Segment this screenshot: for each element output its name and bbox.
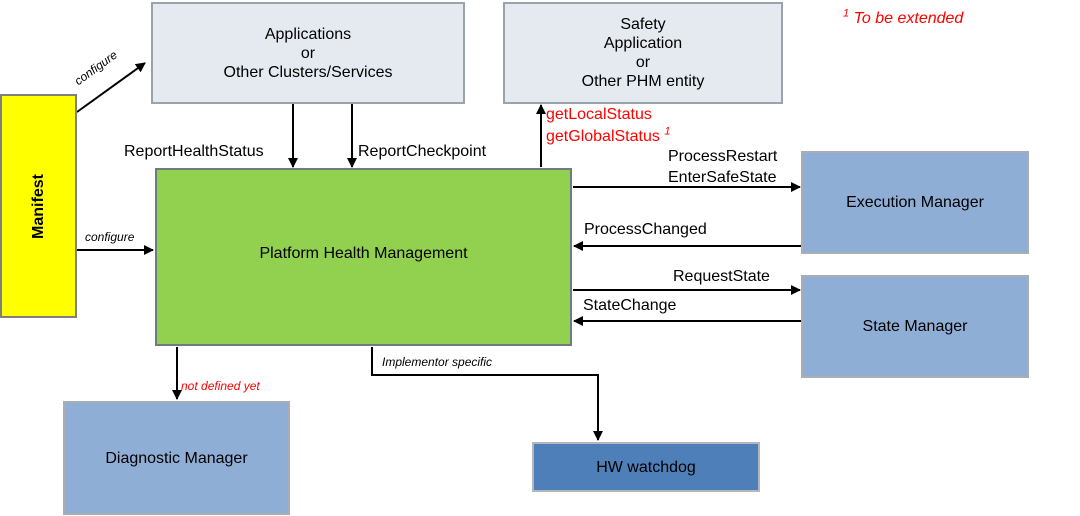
implementor-specific-label: Implementor specific [382, 355, 493, 369]
footnote-text: To be extended [853, 10, 964, 27]
state-manager-box[interactable]: State Manager [801, 275, 1029, 378]
footnote-mark: 1 [843, 7, 850, 20]
manifest-label: Manifest [30, 173, 47, 239]
manifest-box[interactable]: Manifest [0, 94, 77, 318]
process-restart-label: ProcessRestart [668, 148, 778, 165]
state-change-label: StateChange [583, 297, 677, 314]
diagnostic-manager-label: Diagnostic Manager [105, 449, 248, 467]
configure-mid-label: configure [85, 230, 135, 244]
applications-line3: Other Clusters/Services [223, 63, 393, 81]
report-checkpoint-label: ReportCheckpoint [358, 143, 487, 160]
safety-line1: Safety [620, 16, 666, 33]
enter-safe-state-label: EnterSafeState [668, 169, 777, 186]
hw-watchdog-label: HW watchdog [596, 458, 696, 476]
state-manager-label: State Manager [862, 318, 968, 335]
phm-label: Platform Health Management [259, 244, 468, 262]
get-local-status-label: getLocalStatus [546, 106, 652, 123]
applications-line2: or [300, 44, 316, 62]
report-health-status-label: ReportHealthStatus [124, 143, 264, 160]
applications-line1: Applications [264, 25, 352, 43]
execution-manager-box[interactable]: Execution Manager [801, 151, 1029, 254]
safety-line4: Other PHM entity [581, 73, 705, 90]
get-global-status-text: getGlobalStatus [546, 128, 660, 145]
safety-line3: or [635, 54, 651, 71]
safety-line2: Application [603, 35, 683, 52]
applications-box[interactable]: Applications or Other Clusters/Services [151, 2, 465, 104]
get-global-status-label: getGlobalStatus 1 [546, 125, 671, 146]
footnote: 1 To be extended [843, 7, 964, 28]
execution-manager-label: Execution Manager [846, 194, 984, 211]
request-state-label: RequestState [673, 268, 770, 285]
process-changed-label: ProcessChanged [584, 221, 707, 238]
not-defined-yet-label: not defined yet [181, 379, 260, 393]
hw-watchdog-box[interactable]: HW watchdog [532, 442, 760, 492]
get-global-status-mark: 1 [664, 125, 671, 138]
watchdog-arrow [371, 347, 603, 441]
configure-top-arrow [76, 62, 146, 113]
phm-box[interactable]: Platform Health Management [155, 168, 572, 346]
diagnostic-manager-box[interactable]: Diagnostic Manager [63, 401, 290, 515]
safety-box[interactable]: Safety Application or Other PHM entity [503, 2, 783, 104]
